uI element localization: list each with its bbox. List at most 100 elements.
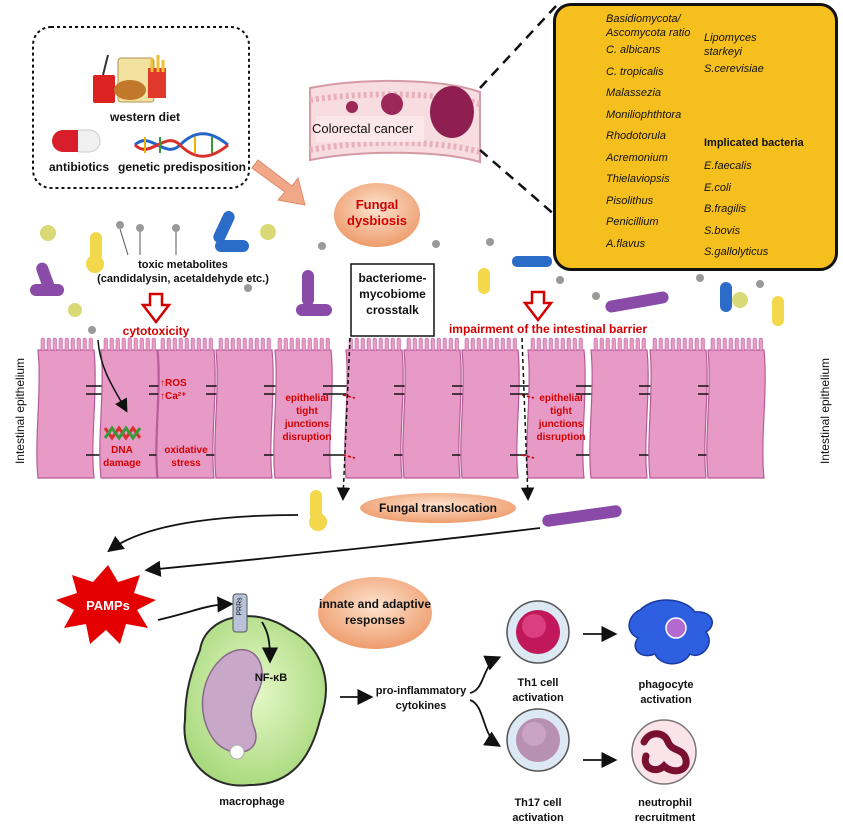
neutrophil-recruitment-label: neutrophil recruitment: [634, 797, 696, 824]
microvillus: [566, 337, 571, 352]
epithelial-cell: [344, 349, 404, 479]
immune-responses-oval: [318, 577, 432, 649]
microvillus: [121, 337, 126, 352]
epithelial-cell: [273, 349, 333, 479]
microvillus: [722, 337, 727, 352]
prr-to-nfkb-arrow: [261, 621, 279, 664]
bacteria-item: E.faecalis: [704, 160, 752, 172]
microvillus: [58, 337, 63, 352]
microvillus: [599, 337, 604, 352]
risk-to-dysbiosis-arrow: [251, 159, 306, 206]
nfkb-label: NF-κB: [254, 672, 288, 684]
microvillus: [190, 337, 195, 352]
impairment-label: impairment of the intestinal barrier: [448, 322, 648, 336]
microvillus: [734, 337, 739, 352]
microvillus: [476, 337, 481, 352]
microvillus: [151, 337, 156, 352]
epithelial-cell: [99, 349, 159, 479]
pamps-label: PAMPs: [86, 598, 130, 613]
microvillus: [488, 337, 493, 352]
th1-cell: [506, 600, 570, 664]
increased-item: A.flavus: [606, 237, 646, 250]
microvillus: [593, 337, 598, 352]
microvillus: [728, 337, 733, 352]
microvillus: [548, 337, 553, 352]
microvillus: [464, 337, 469, 352]
microvillus: [700, 337, 705, 352]
microvillus: [482, 337, 487, 352]
microbes-decoration: [30, 211, 784, 334]
microvillus: [224, 337, 229, 352]
epithelial-cell: [589, 349, 649, 479]
microvillus: [658, 337, 663, 352]
microvillus: [688, 337, 693, 352]
microvillus: [139, 337, 144, 352]
microvillus: [218, 337, 223, 352]
antibiotic-pill-icon: [52, 129, 101, 153]
neutrophil-cell: [631, 719, 697, 785]
crosstalk-box: [350, 263, 435, 337]
microvillus: [360, 337, 365, 352]
microvillus: [676, 337, 681, 352]
antibiotics-label: antibiotics: [48, 160, 109, 174]
macrophage-label: macrophage: [219, 796, 285, 808]
microvillus: [746, 337, 751, 352]
translocation-oval: [360, 493, 516, 523]
epithelial-cell: [214, 349, 274, 479]
crossing-line-left: [336, 337, 351, 501]
microvillus: [641, 337, 646, 352]
microvillus: [752, 337, 757, 352]
colon-tissue-image: [309, 79, 481, 164]
epithelial-cell: [402, 349, 462, 479]
epithelial-cell: [460, 349, 520, 479]
microvillus: [605, 337, 610, 352]
microvillus: [652, 337, 657, 352]
microvillus: [354, 337, 359, 352]
microvillus: [758, 337, 763, 352]
microvillus: [664, 337, 669, 352]
increased-item: Moniliophthtora: [606, 108, 682, 121]
decreased-item: S.cerevisiae: [704, 63, 764, 75]
microvillus: [396, 337, 401, 352]
increased-item: C. tropicalis: [606, 65, 664, 78]
microvillus: [494, 337, 499, 352]
disrupted-junction: [521, 454, 535, 459]
microvillus: [184, 337, 189, 352]
bacteria-item: S.bovis: [704, 224, 741, 237]
microvillus: [307, 337, 312, 352]
microvillus: [145, 337, 150, 352]
cytokines-to-th1-arrow: [469, 655, 502, 694]
microvillus: [418, 337, 423, 352]
epithelial-cell: [526, 349, 586, 479]
microvillus: [470, 337, 475, 352]
microvillus: [500, 337, 505, 352]
microvillus: [160, 337, 165, 352]
crosstalk-label: bacteriome- mycobiome crosstalk: [358, 271, 427, 317]
microvillus: [70, 337, 75, 352]
microvillus: [260, 337, 265, 352]
epithelial-cell: [36, 349, 96, 479]
impairment-arrow-icon: [522, 290, 554, 323]
microvillus: [506, 337, 511, 352]
increased-item: Acremonium: [606, 151, 668, 164]
microvillus: [236, 337, 241, 352]
microvillus: [366, 337, 371, 352]
increased-item: Thielaviopsis: [606, 173, 670, 185]
increased-item: Basidiomycota/ Ascomycota ratio: [606, 13, 691, 39]
fast-food-icon: [93, 54, 166, 103]
microvillus: [127, 337, 132, 352]
microvillus: [277, 337, 282, 352]
microvillus: [208, 337, 213, 352]
pamps-to-prr-arrow: [157, 596, 234, 621]
intestinal-epithelium: [36, 337, 766, 479]
microvillus: [372, 337, 377, 352]
microvillus: [424, 337, 429, 352]
microvillus: [536, 337, 541, 352]
bacteria-item: B.fragilis: [704, 203, 747, 215]
disrupted-junction: [342, 394, 356, 399]
microvillus: [617, 337, 622, 352]
microvillus: [512, 337, 517, 352]
phagocyte-activation-label: phagocyte activation: [638, 679, 694, 706]
